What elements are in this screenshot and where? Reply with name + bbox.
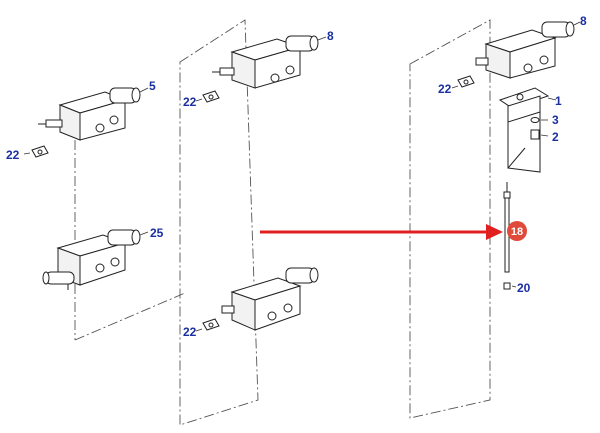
frame-right (409, 19, 491, 419)
label-22-left: 22 (6, 148, 20, 162)
frame-middle (179, 19, 259, 426)
label-25: 25 (150, 226, 164, 240)
label-2: 2 (552, 130, 559, 144)
valve-block-8-right (475, 21, 581, 79)
label-22-right: 22 (438, 82, 452, 96)
washer-3 (530, 117, 548, 123)
label-22-middle-bottom: 22 (183, 325, 197, 339)
label-8-middle: 8 (327, 29, 334, 43)
assembly-frames (74, 19, 491, 426)
label-1: 1 (555, 94, 562, 108)
fitting-22-middle-bottom (195, 318, 220, 332)
rod-end-20 (503, 282, 517, 290)
label-8-right: 8 (580, 14, 587, 28)
nut-2 (530, 129, 549, 140)
badge-18-text: 18 (511, 226, 523, 238)
badge-18: 18 (507, 221, 527, 241)
fitting-22-valve-5 (23, 145, 49, 158)
valve-block-middle-bottom (221, 267, 319, 331)
valve-block-25 (42, 229, 149, 290)
label-22-middle-top: 22 (183, 95, 197, 109)
label-20: 20 (517, 281, 531, 295)
label-3: 3 (552, 113, 559, 127)
red-arrow (260, 224, 503, 240)
valve-block-8-middle (212, 35, 327, 89)
fitting-22-middle-top (195, 90, 220, 103)
bracket-1 (498, 87, 557, 123)
bracket-support-frame (507, 112, 541, 173)
frame-left-base (74, 292, 186, 341)
valve-block-5 (38, 87, 149, 141)
fitting-22-right (451, 75, 475, 89)
label-5: 5 (149, 79, 156, 93)
